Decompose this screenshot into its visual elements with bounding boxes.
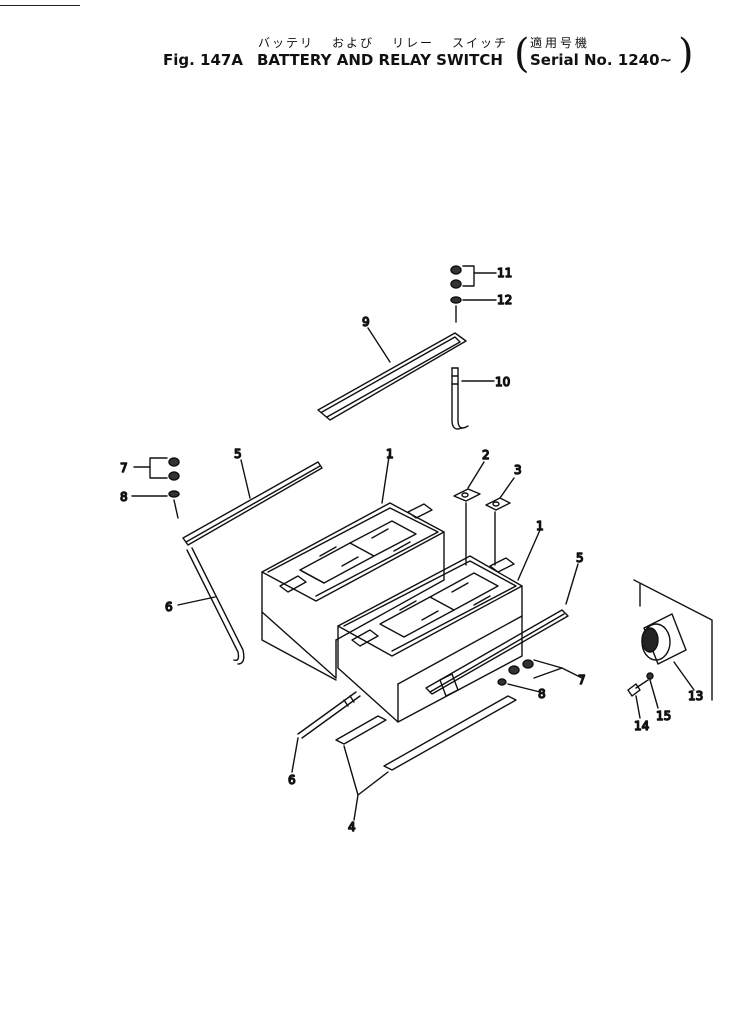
callout-9: 9 [362,315,370,329]
part-5-bracket-left [182,459,323,546]
callout-10: 10 [495,375,510,389]
callout-12: 12 [497,293,512,307]
callout-15: 15 [656,709,671,723]
title-jp-battery: バッテリ [258,36,315,50]
callout-8-right: 8 [538,687,546,701]
battery-rear [261,449,445,681]
part-8-washer-right [497,678,541,693]
callout-5-right: 5 [576,551,584,565]
serial-bracket-right: ) [678,31,694,77]
callout-1-rear: 1 [386,447,394,461]
part-11-nuts [450,265,497,289]
callout-7-right: 7 [578,673,586,687]
title-jp-relay: リレー [392,36,435,50]
part-7-nuts-right [508,659,583,679]
callout-2: 2 [482,448,490,462]
callout-11: 11 [497,266,512,280]
figure-title: BATTERY AND RELAY SWITCH [256,51,503,69]
top-rule [0,5,80,6]
part-12-washer [450,296,497,323]
callout-14: 14 [634,719,649,733]
serial-number: Serial No. 1240~ [530,51,673,69]
serial-bracket-left: ( [514,31,530,77]
callout-3: 3 [514,463,522,477]
part-5-bracket-right [425,563,579,697]
part-6-bolt-left [177,547,245,665]
callout-5-left: 5 [234,447,242,461]
title-jp-and: および [332,36,375,50]
part-10-j-bolt [451,367,495,430]
serial-label-japanese: 適用号機 [530,36,591,50]
battery-front [337,529,541,723]
part-4-spacers [335,695,517,821]
part-2-terminal [453,461,485,566]
callout-4: 4 [348,820,356,834]
part-3-terminal [485,477,515,566]
part-6-bolt-right [291,691,361,773]
relay-switch-assembly [627,579,713,719]
callout-1-front: 1 [536,519,544,533]
part-8-washer-left [131,490,180,519]
title-english: Fig. 147A BATTERY AND RELAY SWITCH [163,51,517,69]
part-7-nuts-left [133,457,180,481]
callout-6-right: 6 [288,773,296,787]
figure-number: Fig. 147A [163,51,243,69]
part-9-hold-down-bar [317,327,467,421]
callout-13: 13 [688,689,703,703]
callout-7-left: 7 [120,461,128,475]
callout-6-left: 6 [165,600,173,614]
title-jp-switch: スイッチ [452,36,509,50]
title-japanese: バッテリ および リレー スイッチ [258,34,526,51]
callout-8-left: 8 [120,490,128,504]
